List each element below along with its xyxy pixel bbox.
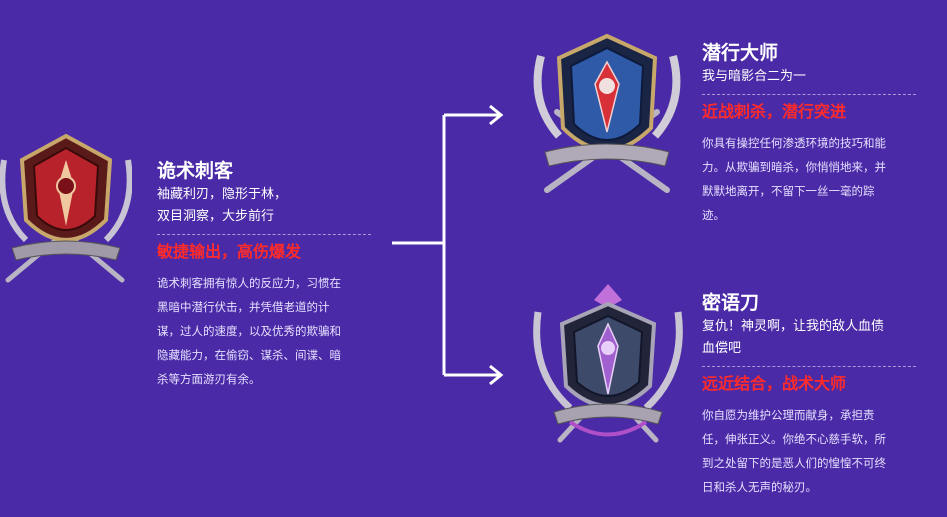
- class-title: 诡术刺客: [157, 160, 234, 182]
- class-title: 潜行大师: [702, 42, 779, 64]
- class-motto-line: 复仇！神灵啊，让我的敌人血债: [702, 319, 885, 334]
- class-description: 你自愿为维护公理而献身，承担责 任，伸张正义。你绝不心慈手软，所 到之处留下的是…: [702, 403, 916, 499]
- class-title: 密语刀: [702, 292, 760, 314]
- description-line: 黑暗中潜行伏击，并凭借老道的计: [157, 300, 330, 314]
- description-line: 力。从欺骗到暗杀，你悄悄地来，并: [702, 160, 886, 174]
- advanced-class-panel: 密语刀 复仇！神灵啊，让我的敌人血债 血偿吧 远近结合，战术大师 你自愿为维护公…: [702, 290, 916, 499]
- class-tag: 敏捷输出，高伤爆发: [157, 242, 302, 261]
- description-line: 隐藏能力，在偷窃、谋杀、间谍、暗: [157, 348, 341, 362]
- advanced-class-panel: 潜行大师 我与暗影合二为一 近战刺杀，潜行突进 你具有操控任何渗透环境的技巧和能…: [702, 40, 916, 227]
- description-line: 你具有操控任何渗透环境的技巧和能: [702, 136, 886, 150]
- divider: [702, 94, 916, 95]
- description-line: 迹。: [702, 208, 725, 222]
- class-tag: 近战刺杀，潜行突进: [702, 102, 847, 121]
- class-motto-line: 我与暗影合二为一: [702, 69, 807, 84]
- class-motto-line: 双目洞察，大步前行: [157, 209, 275, 224]
- description-line: 到之处留下的是恶人们的惶惶不可终: [702, 456, 886, 470]
- divider: [157, 234, 371, 235]
- class-description: 你具有操控任何渗透环境的技巧和能 力。从欺骗到暗杀，你悄悄地来，并 默默地离开，…: [702, 131, 916, 227]
- description-line: 杀等方面游刃有余。: [157, 372, 261, 386]
- class-motto-line: 袖藏利刃，隐形于林，: [157, 187, 288, 202]
- red-crest-emblem-icon: [0, 130, 132, 290]
- description-line: 日和杀人无声的秘刃。: [702, 480, 817, 494]
- arrow-right-icon: [489, 104, 504, 126]
- blue-crest-emblem-icon: [527, 32, 687, 197]
- purple-crest-emblem-icon: [530, 282, 686, 447]
- class-description: 诡术刺客拥有惊人的反应力，习惯在 黑暗中潜行伏击，并凭借老道的计 谋，过人的速度…: [157, 271, 371, 391]
- class-tag: 远近结合，战术大师: [702, 374, 847, 393]
- description-line: 诡术刺客拥有惊人的反应力，习惯在: [157, 276, 341, 290]
- description-line: 任，伸张正义。你绝不心慈手软，所: [702, 432, 886, 446]
- arrow-right-icon: [489, 364, 504, 386]
- divider: [702, 366, 916, 367]
- description-line: 你自愿为维护公理而献身，承担责: [702, 408, 875, 422]
- class-motto-line: 血偿吧: [702, 341, 742, 356]
- base-class-panel: 诡术刺客 袖藏利刃，隐形于林， 双目洞察，大步前行 敏捷输出，高伤爆发 诡术刺客…: [157, 158, 371, 391]
- description-line: 谋，过人的速度，以及优秀的欺骗和: [157, 324, 341, 338]
- description-line: 默默地离开，不留下一丝一毫的踪: [702, 184, 875, 198]
